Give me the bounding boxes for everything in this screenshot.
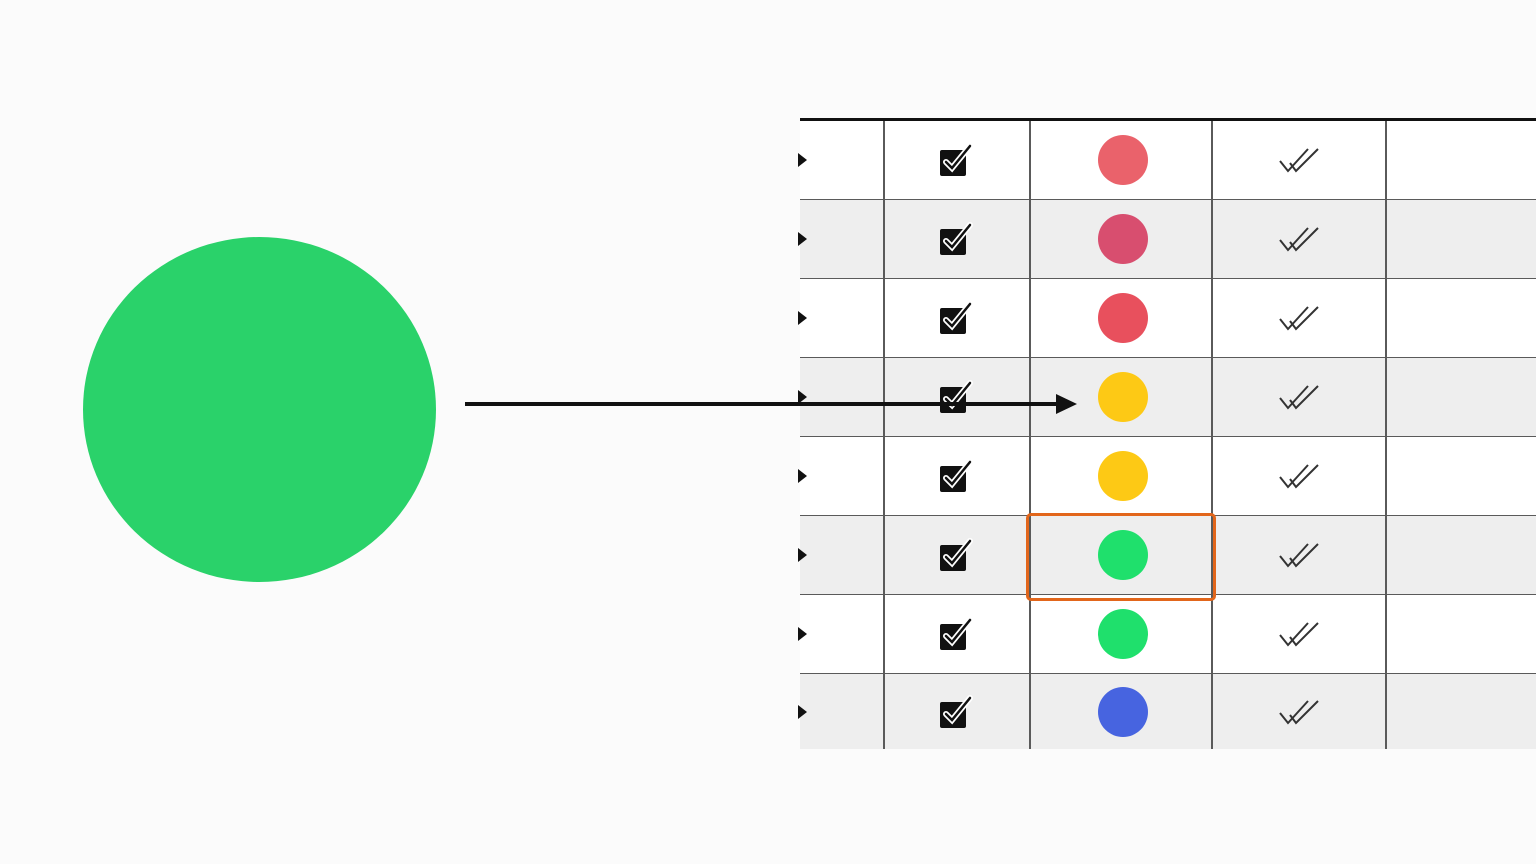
column-divider [883,200,885,278]
table-row [798,121,1536,200]
double-check-icon [1279,306,1319,331]
status-dot-icon [1098,609,1148,659]
column-divider [1029,516,1031,594]
column-divider [1211,516,1213,594]
column-divider [1029,437,1031,515]
column-divider [1211,674,1213,749]
status-dot-icon [1098,214,1148,264]
column-divider [1385,674,1387,749]
table-row [798,595,1536,674]
table-row [798,358,1536,437]
column-divider [1211,279,1213,357]
table-row [798,516,1536,595]
checked-checkbox-icon[interactable] [938,458,974,494]
double-check-icon [1279,543,1319,568]
status-dot-icon [1098,293,1148,343]
status-dot-icon [1098,530,1148,580]
checked-checkbox-icon[interactable] [938,537,974,573]
status-dot-icon [1098,451,1148,501]
column-divider [883,437,885,515]
checked-checkbox-icon[interactable] [938,142,974,178]
chevron-right-icon[interactable] [798,311,807,325]
table-row [798,279,1536,358]
checked-checkbox-icon[interactable] [938,300,974,336]
column-divider [883,674,885,749]
column-divider [1029,358,1031,436]
double-check-icon [1279,148,1319,173]
chevron-right-icon[interactable] [798,704,807,719]
column-divider [1211,595,1213,673]
chevron-right-icon[interactable] [798,153,807,167]
table-row [798,437,1536,516]
chevron-right-icon[interactable] [798,627,807,641]
column-divider [1029,279,1031,357]
chevron-right-icon[interactable] [798,390,807,404]
checked-checkbox-icon[interactable] [938,694,974,730]
status-dot-icon [1098,686,1148,737]
table-row [798,200,1536,279]
column-divider [883,279,885,357]
column-divider [1385,279,1387,357]
source-status-dot [83,237,436,582]
column-divider [883,595,885,673]
double-check-icon [1279,227,1319,252]
column-divider [1211,200,1213,278]
chevron-right-icon[interactable] [798,469,807,483]
column-divider [1211,121,1213,199]
double-check-icon [1279,464,1319,489]
column-divider [1029,200,1031,278]
column-divider [1385,437,1387,515]
table-row [798,674,1536,749]
column-divider [1211,437,1213,515]
checked-checkbox-icon[interactable] [938,221,974,257]
column-divider [883,121,885,199]
column-divider [1029,674,1031,749]
column-divider [1029,595,1031,673]
column-divider [883,358,885,436]
status-dot-icon [1098,135,1148,185]
column-divider [1385,516,1387,594]
double-check-icon [1279,699,1319,725]
arrow-head [1056,394,1077,414]
double-check-icon [1279,385,1319,410]
column-divider [1385,358,1387,436]
double-check-icon [1279,622,1319,647]
chevron-right-icon[interactable] [798,232,807,246]
column-divider [1385,595,1387,673]
column-divider [1211,358,1213,436]
status-dot-icon [1098,372,1148,422]
column-divider [1385,200,1387,278]
status-table [798,118,1536,749]
column-divider [883,516,885,594]
chevron-right-icon[interactable] [798,548,807,562]
highlighted-cell [1026,513,1216,601]
column-divider [1385,121,1387,199]
arrow-connector [465,394,1077,414]
checked-checkbox-icon[interactable] [938,616,974,652]
column-divider [1029,121,1031,199]
